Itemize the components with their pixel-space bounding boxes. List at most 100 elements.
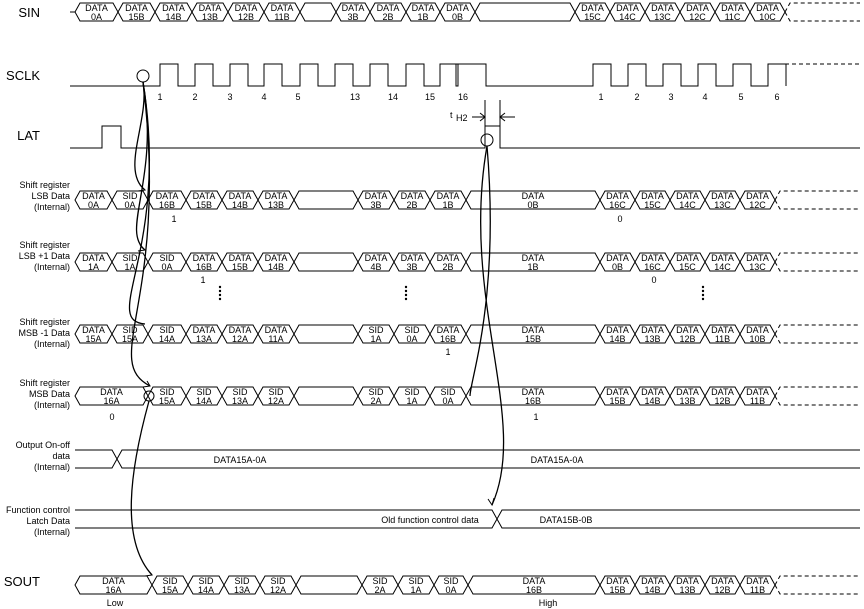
bus-cell-label: DATA — [616, 3, 639, 13]
bus-cell-value: 13B — [268, 200, 284, 210]
bus-cell-label: DATA — [711, 387, 734, 397]
ellipsis-dot — [218, 297, 222, 301]
bus-cell-label: DATA — [676, 191, 699, 201]
bus-cell-value: 0A — [442, 396, 453, 406]
bus-cell-value: 14A — [159, 334, 175, 344]
ellipsis-dot — [404, 297, 408, 301]
bus-cell-value: 12A — [270, 585, 286, 595]
bus-cell-label: DATA — [756, 3, 779, 13]
arrow-sclk-lsb — [134, 81, 146, 191]
bus-cell-label: DATA — [581, 3, 604, 13]
bus-cell-value: 14B — [232, 200, 248, 210]
bus-cell-value: 4B — [370, 262, 381, 272]
bus-cell-label: DATA — [82, 191, 105, 201]
bus-cell-value: 0A — [445, 585, 456, 595]
ellipsis-dot — [404, 293, 408, 297]
bus-cell-value: 16B — [440, 334, 456, 344]
bus-cell-label: DATA — [85, 3, 108, 13]
bus-cell-value: 15C — [679, 262, 696, 272]
bus-cell-label: DATA — [676, 253, 699, 263]
bus-cell-value: 13A — [234, 585, 250, 595]
bus-cell-value: 13A — [196, 334, 212, 344]
bus-dash — [774, 324, 860, 335]
bus-cell-label: SID — [122, 191, 138, 201]
sout-label: SOUT — [4, 574, 40, 589]
ellipsis-dot — [404, 289, 408, 293]
bus-dash — [774, 190, 860, 201]
bus-cell-label: DATA — [365, 191, 388, 201]
bus-cell-label: DATA — [676, 325, 699, 335]
bus-dash — [774, 584, 860, 595]
bus-cell-label: SID — [159, 253, 175, 263]
bus-cell-value: 15B — [232, 262, 248, 272]
clock-number: 2 — [192, 92, 197, 102]
bus-cell-value: 16B — [196, 262, 212, 272]
bus-cell-label: DATA — [522, 387, 545, 397]
bus-cell-label: DATA — [522, 191, 545, 201]
row-label: LSB +1 Data — [19, 251, 70, 261]
bus-cell-value: 1A — [124, 262, 135, 272]
bus-cell-label: DATA — [193, 191, 216, 201]
row-label: (Internal) — [34, 400, 70, 410]
clock-number: 1 — [598, 92, 603, 102]
bus-cell-value: 13B — [202, 12, 218, 22]
row-label: (Internal) — [34, 262, 70, 272]
bus-cell — [295, 575, 363, 595]
bus-cell — [293, 190, 359, 210]
bus-cell-label: DATA — [641, 253, 664, 263]
bus-cell-label: DATA — [156, 191, 179, 201]
bus-cell-value: 11B — [750, 585, 765, 595]
bus-cell-value: 16B — [526, 585, 542, 595]
row-label: Shift register — [19, 180, 70, 190]
func-text-new: DATA15B-0B — [540, 515, 593, 525]
ellipsis-dot — [218, 285, 222, 289]
bus-cell-label: DATA — [676, 576, 699, 586]
row-label: (Internal) — [34, 202, 70, 212]
clock-number: 2 — [634, 92, 639, 102]
bus-cell — [299, 2, 337, 22]
bus-cell-value: 13C — [714, 200, 731, 210]
bus-cell-value: 16B — [525, 396, 541, 406]
row-label: data — [52, 451, 70, 461]
clock-number: 6 — [774, 92, 779, 102]
bus-cell-label: DATA — [401, 191, 424, 201]
bus-cell-value: 13A — [232, 396, 248, 406]
ellipsis-dot — [701, 285, 705, 289]
bus-cell-value: 12C — [689, 12, 706, 22]
bus-cell-value: 13C — [749, 262, 766, 272]
row-label: Shift register — [19, 317, 70, 327]
bus-cell-value: 14B — [165, 12, 181, 22]
bus-cell-label: DATA — [82, 253, 105, 263]
bus-cell-label: DATA — [523, 576, 546, 586]
bus-cell-value: 16C — [609, 200, 626, 210]
bus-cell-label: DATA — [437, 325, 460, 335]
bus-cell-label: DATA — [606, 325, 629, 335]
bus-cell-label: DATA — [746, 191, 769, 201]
bus-cell-value: 16C — [644, 262, 661, 272]
bus-cell-label: DATA — [746, 576, 769, 586]
bus-cell-label: DATA — [199, 3, 222, 13]
bus-cell-label: DATA — [365, 253, 388, 263]
row-label: Shift register — [19, 240, 70, 250]
msb-edge-marker — [143, 390, 155, 402]
arrowhead — [142, 380, 151, 388]
sclk-label: SCLK — [6, 68, 40, 83]
clock-number: 3 — [668, 92, 673, 102]
bus-cell-label: SID — [196, 387, 212, 397]
onoff-text-1: DATA15A-0A — [214, 455, 267, 465]
bus-cell-label: DATA — [676, 387, 699, 397]
bus-cell-label: SID — [159, 325, 175, 335]
clock-number: 4 — [261, 92, 266, 102]
bus-cell-value: 0B — [527, 200, 538, 210]
bus-cell-label: DATA — [437, 191, 460, 201]
th2-label: t — [450, 110, 453, 120]
bus-cell-value: 14A — [198, 585, 214, 595]
bus-cell-value: 1B — [442, 200, 453, 210]
bus-cell-value: 0A — [161, 262, 172, 272]
bus-cell-label: DATA — [271, 3, 294, 13]
sclk-wave — [70, 63, 787, 87]
clock-number: 13 — [350, 92, 360, 102]
bus-cell-value: 13B — [679, 585, 695, 595]
bus-cell-value: 15B — [609, 585, 625, 595]
arrowhead — [137, 184, 147, 192]
